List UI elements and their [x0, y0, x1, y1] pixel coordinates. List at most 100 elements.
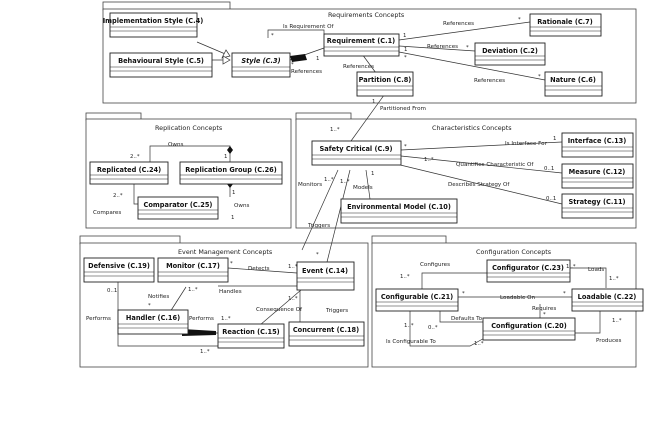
mult-1: 1 — [316, 56, 319, 62]
class-comparator: Comparator (C.25) — [137, 196, 219, 220]
mult-1-many: 1..* — [288, 296, 298, 302]
svg-text:Handler (C.16): Handler (C.16) — [126, 314, 180, 322]
class-configuration: Configuration (C.20) — [482, 317, 576, 341]
mult-1-many: 1..* — [566, 264, 576, 270]
label-configures: Configures — [420, 262, 450, 268]
package-title: Replication Concepts — [155, 124, 223, 132]
mult-star: * — [518, 17, 521, 23]
package-title: Event Management Concepts — [178, 248, 273, 256]
label-performs: Performs — [86, 316, 111, 322]
svg-text:Measure (C.12): Measure (C.12) — [569, 168, 626, 176]
mult-1-many: 1..* — [288, 264, 298, 270]
mult-2-many: 2..* — [113, 193, 123, 199]
label-produces: Produces — [596, 338, 621, 344]
mult-2-many: 2..* — [130, 154, 140, 160]
label-is-requirement-of: Is Requirement Of — [283, 24, 334, 30]
mult-1: 1 — [232, 190, 235, 196]
multiplicities: * 1 * 1 * * * * 1 1 1..* 2..* 1 2..* 1 1… — [107, 17, 622, 355]
class-style: Style (C.3) — [231, 52, 291, 78]
class-monitor: Monitor (C.17) — [157, 257, 229, 283]
mult-1: 1 — [371, 171, 374, 177]
mult-1: 1 — [553, 136, 556, 142]
mult-1-many: 1..* — [609, 276, 619, 282]
package-title: Configuration Concepts — [476, 248, 552, 256]
mult-1-many: 1..* — [400, 274, 410, 280]
class-concurrent: Concurrent (C.18) — [288, 321, 365, 347]
mult-1-many: 1..* — [200, 349, 210, 355]
mult-0-1: 0..1 — [544, 166, 554, 172]
label-detects: Detects — [248, 266, 270, 272]
svg-text:Loadable (C.22): Loadable (C.22) — [578, 293, 637, 301]
class-configurable: Configurable (C.21) — [375, 288, 459, 312]
mult-1-many: 1..* — [340, 179, 350, 185]
svg-text:Monitor (C.17): Monitor (C.17) — [166, 262, 220, 270]
svg-text:Event (C.14): Event (C.14) — [302, 267, 348, 275]
label-compares: Compares — [93, 210, 121, 216]
mult-1: 1 — [231, 215, 234, 221]
class-behavioural-style: Behavioural Style (C.5) — [109, 52, 213, 78]
association-labels: Is Requirement Of References References … — [86, 21, 621, 345]
mult-0-many: 0..* — [428, 325, 438, 331]
mult-star: * — [462, 291, 465, 297]
class-requirement: Requirement (C.1) — [323, 33, 400, 57]
partitioned-from-link — [350, 90, 388, 142]
label-triggers: Triggers — [325, 308, 348, 314]
class-replicated: Replicated (C.24) — [89, 161, 169, 185]
svg-text:Replicated (C.24): Replicated (C.24) — [97, 166, 161, 174]
label-references: References — [443, 21, 474, 27]
svg-text:Partition (C.8): Partition (C.8) — [359, 76, 412, 84]
class-deviation: Deviation (C.2) — [474, 42, 546, 66]
label-triggers: Triggers — [307, 223, 330, 229]
mult-star: * — [404, 144, 407, 150]
mult-1: 1 — [224, 154, 227, 160]
mult-1-many: 1..* — [188, 287, 198, 293]
label-performs: Performs — [189, 316, 214, 322]
svg-text:Deviation (C.2): Deviation (C.2) — [482, 47, 538, 55]
mult-star: * — [230, 261, 233, 267]
svg-text:Strategy (C.11): Strategy (C.11) — [568, 198, 625, 206]
package-title: Characteristics Concepts — [432, 124, 512, 132]
class-defensive: Defensive (C.19) — [83, 257, 155, 283]
svg-text:Nature (C.6): Nature (C.6) — [550, 76, 596, 84]
mult-star: * — [543, 312, 546, 318]
label-describes-strategy: Describes Strategy Of — [448, 182, 510, 188]
label-partitioned-from: Partitioned From — [380, 106, 426, 112]
mult-1: 1 — [372, 99, 375, 105]
mult-star: * — [404, 55, 407, 61]
class-replication-group: Replication Group (C.26) — [179, 161, 283, 185]
mult-star: * — [291, 62, 294, 68]
class-interface: Interface (C.13) — [561, 132, 634, 158]
mult-1-many: 1..* — [474, 341, 484, 347]
mult-star: * — [466, 45, 469, 51]
mult-star: * — [538, 74, 541, 80]
class-environmental-model: Environmental Model (C.10) — [340, 198, 458, 224]
mult-star: * — [148, 303, 151, 309]
class-measure: Measure (C.12) — [561, 163, 634, 189]
mult-1-many: 1..* — [612, 318, 622, 324]
package-title: Requirements Concepts — [328, 11, 405, 19]
class-event: Event (C.14) — [296, 261, 355, 291]
class-safety-critical: Safety Critical (C.9) — [311, 140, 402, 166]
label-consequence-of: Consequence Of — [256, 307, 303, 313]
svg-text:Replication Group (C.26): Replication Group (C.26) — [185, 166, 277, 174]
mult-0-1: 0..1 — [107, 288, 117, 294]
svg-text:Requirement (C.1): Requirement (C.1) — [327, 37, 395, 45]
label-is-configurable-to: Is Configurable To — [386, 339, 436, 345]
svg-text:Configuration (C.20): Configuration (C.20) — [491, 322, 567, 330]
mult-star: * — [316, 252, 319, 258]
svg-text:Implementation Style (C.4): Implementation Style (C.4) — [103, 17, 204, 25]
label-monitors: Monitors — [298, 182, 322, 188]
label-references: References — [474, 78, 505, 84]
mult-1-many: 1..* — [330, 127, 340, 133]
label-references: References — [343, 64, 374, 70]
label-notifies: Notifies — [148, 294, 169, 300]
class-nature: Nature (C.6) — [544, 71, 603, 97]
connectors — [117, 21, 607, 347]
svg-text:Comparator (C.25): Comparator (C.25) — [144, 201, 213, 209]
svg-text:Environmental Model (C.10): Environmental Model (C.10) — [347, 203, 451, 211]
svg-text:Configurator (C.23): Configurator (C.23) — [492, 264, 564, 272]
mult-1-many: 1..* — [424, 157, 434, 163]
class-strategy: Strategy (C.11) — [561, 193, 634, 219]
